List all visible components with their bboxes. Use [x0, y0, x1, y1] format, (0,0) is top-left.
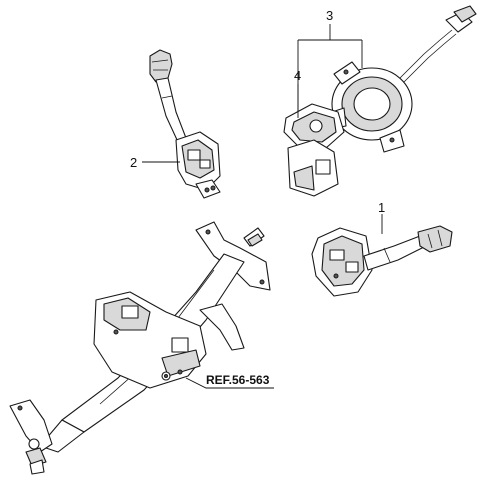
contact-plate-drawing	[283, 103, 345, 197]
callout-1: 1	[378, 200, 385, 215]
wiper-switch-right-drawing	[311, 225, 453, 297]
steering-column-drawing	[9, 221, 271, 475]
reference-label: REF.56-563	[206, 373, 270, 387]
leader-ref	[185, 377, 274, 389]
clock-spring-drawing	[331, 5, 477, 153]
multifunction-switch-left-drawing	[149, 49, 221, 199]
callout-3: 3	[326, 8, 333, 23]
leader-lines	[142, 24, 383, 389]
callout-2: 2	[130, 155, 137, 170]
callout-4: 4	[294, 68, 301, 83]
